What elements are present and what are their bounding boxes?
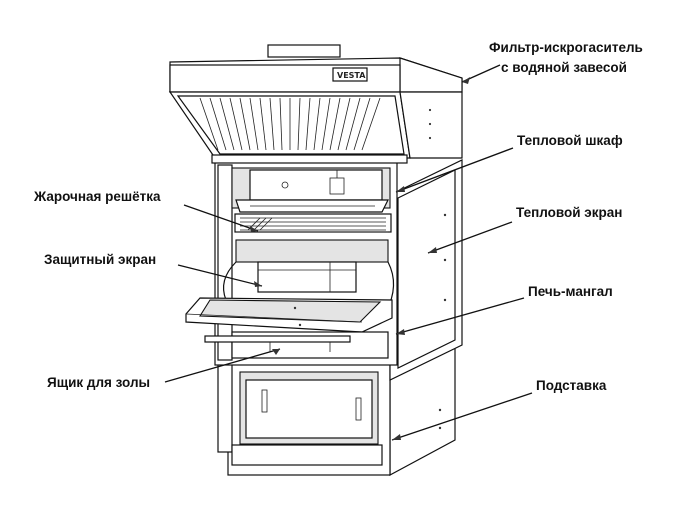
oven-door: [185, 297, 393, 333]
heat-screen: [389, 159, 463, 381]
leader-protective-screen: [177, 264, 263, 287]
label-grill-grate: Жарочная решётка: [33, 189, 161, 204]
leader-grill-grate: [183, 204, 259, 232]
label-stand: Подставка: [536, 378, 607, 393]
label-heat-cabinet: Тепловой шкаф: [517, 133, 623, 148]
label-protective-screen: Защитный экран: [44, 252, 156, 267]
filter-hood: VESTA: [168, 44, 463, 164]
leader-tips: [250, 77, 470, 440]
leader-lines: [164, 64, 533, 441]
labels: Фильтр-искрогаситель с водяной завесой Т…: [33, 40, 643, 393]
leader-heat-screen: [427, 221, 513, 254]
label-filter-line2: с водяной завесой: [501, 60, 627, 75]
leader-ash-box: [164, 348, 281, 383]
leader-heat-cabinet: [395, 147, 514, 193]
leader-stand: [391, 392, 533, 441]
protective-screen: [223, 261, 395, 313]
stand: [217, 344, 456, 477]
leader-oven-brazier: [395, 297, 525, 335]
filter-louvres: [199, 97, 381, 151]
brand-plate: VESTA: [337, 71, 366, 80]
label-ash-box: Ящик для золы: [47, 375, 150, 390]
label-oven-brazier: Печь-мангал: [528, 284, 613, 299]
label-filter-line1: Фильтр-искрогаситель: [489, 40, 643, 55]
grill-grate: [234, 213, 392, 263]
label-heat-screen: Тепловой экран: [516, 205, 622, 220]
ash-box: [204, 331, 389, 359]
